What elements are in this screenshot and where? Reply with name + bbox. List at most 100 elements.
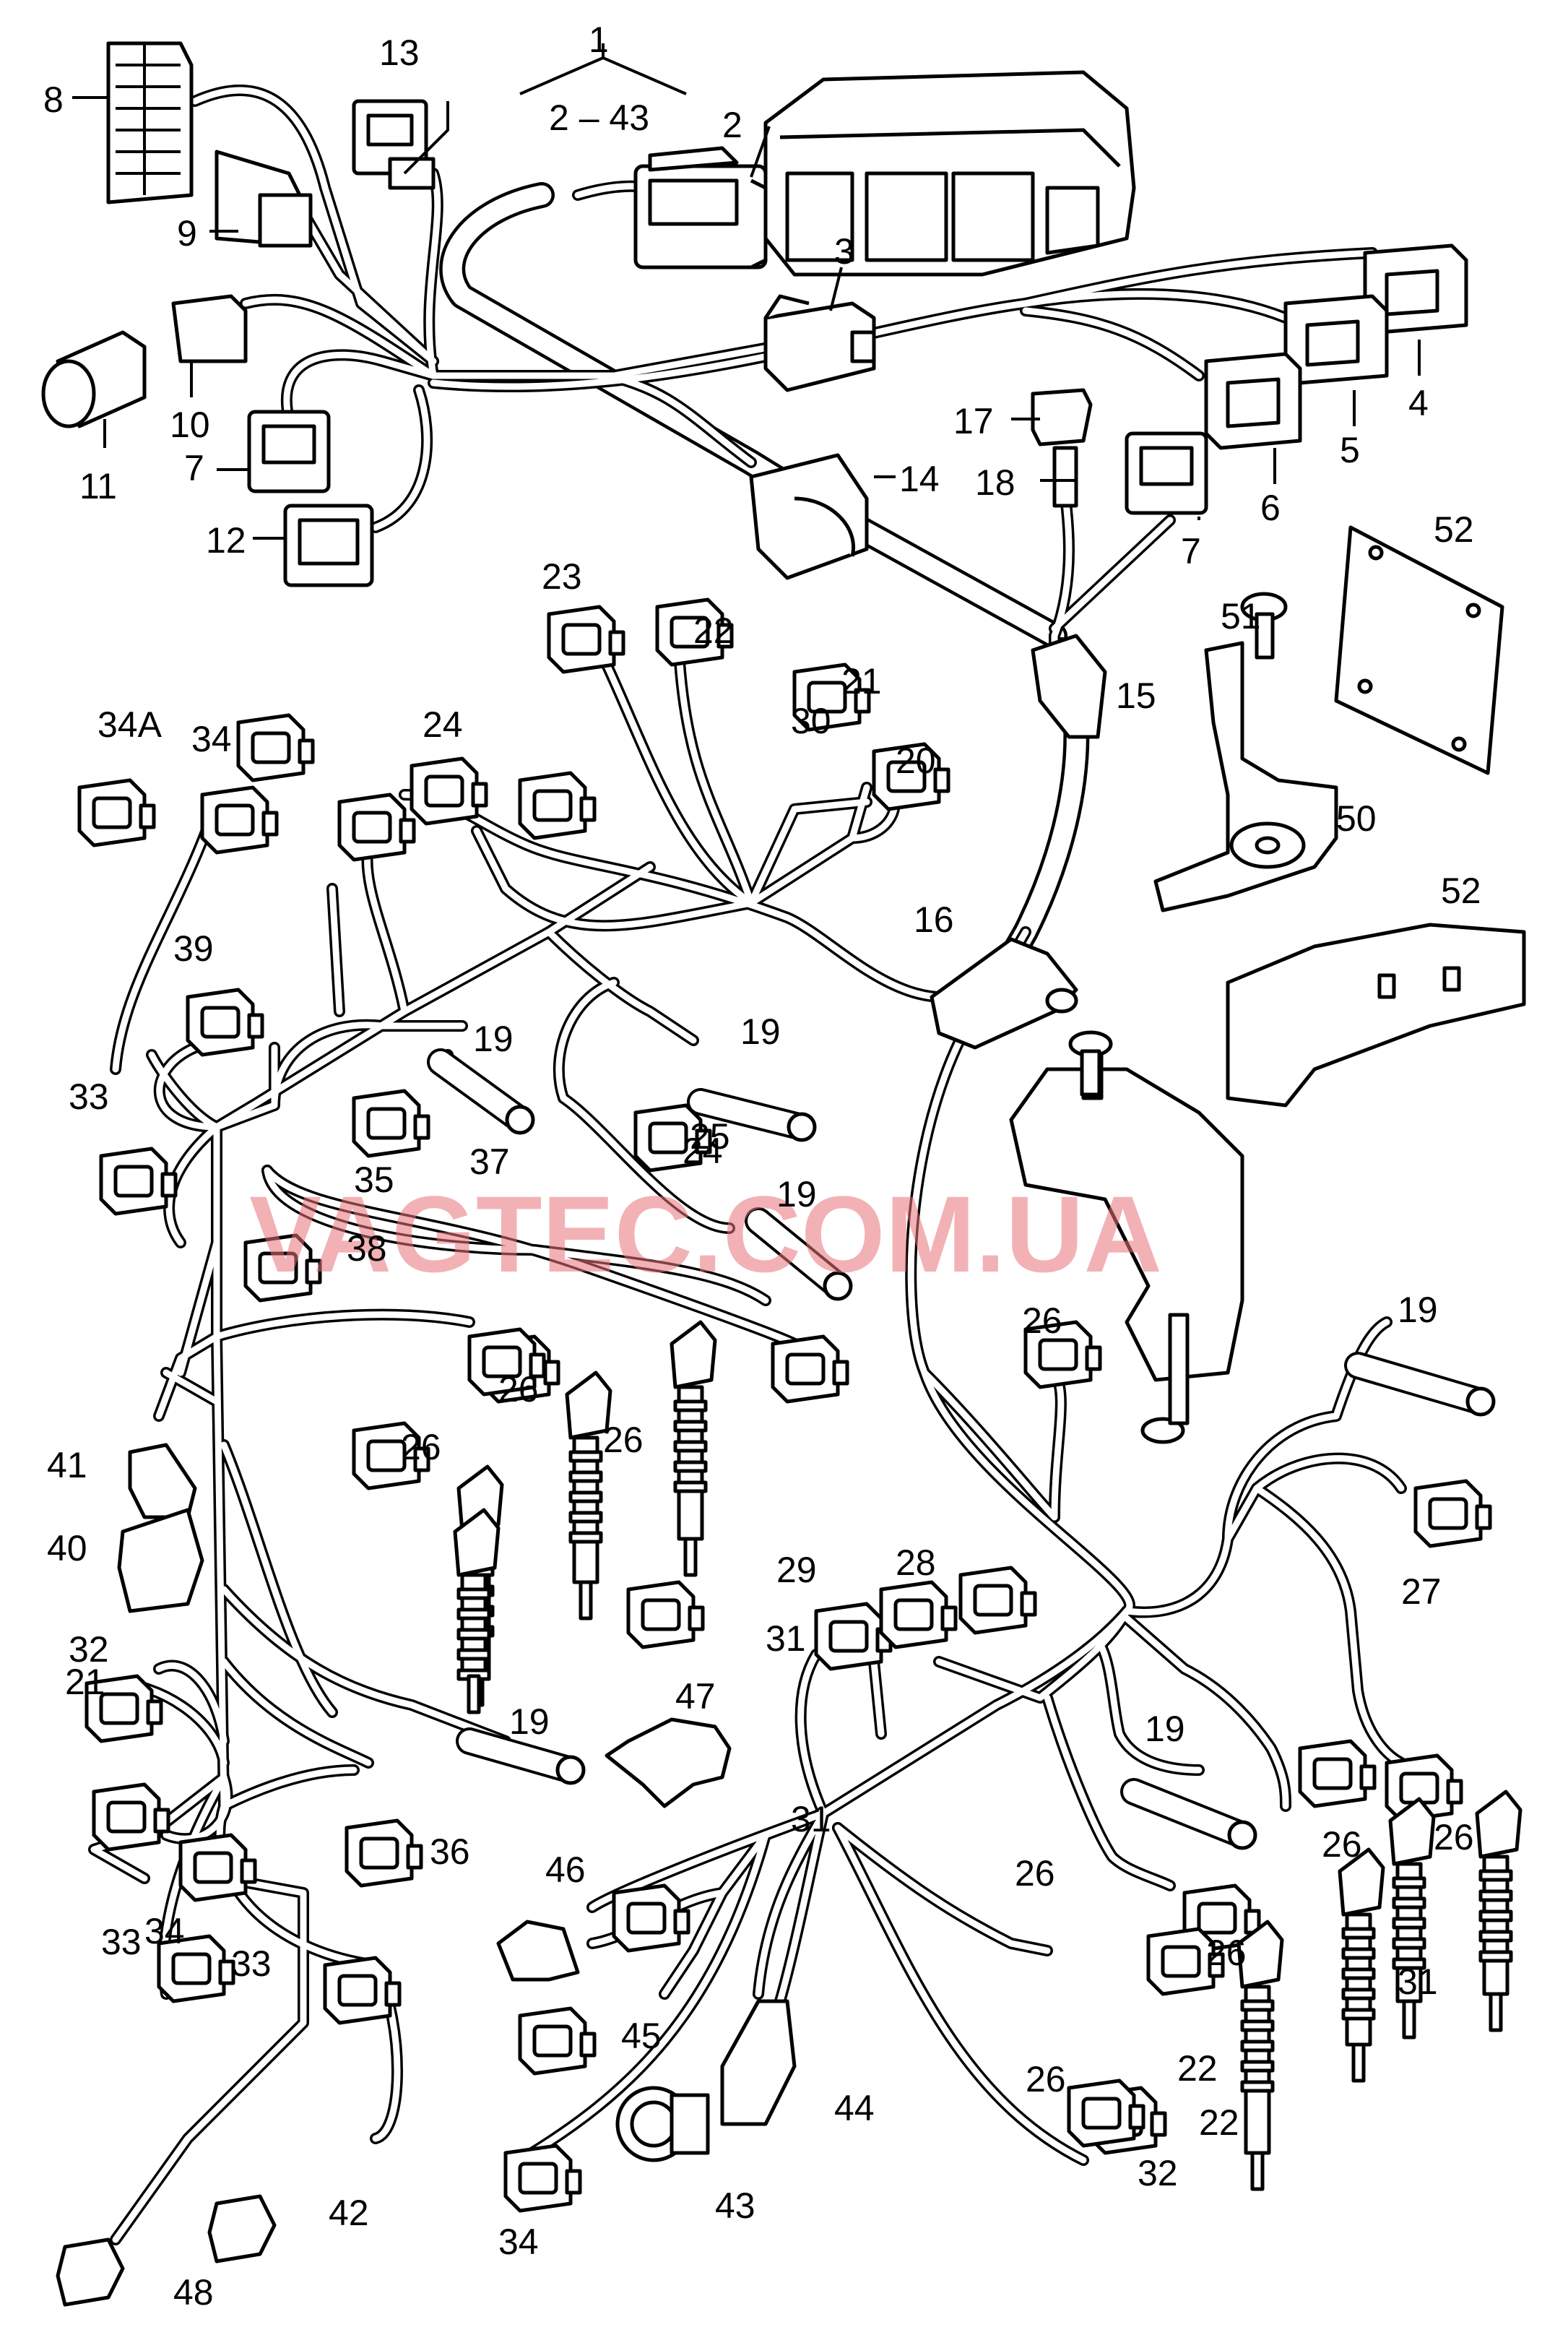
plug-connector <box>92 1782 170 1852</box>
plug-connector <box>633 1103 712 1173</box>
callout-label: 23 <box>542 556 582 597</box>
connector-4 <box>1363 243 1468 334</box>
parts <box>41 41 1526 2307</box>
callout-label: 26 <box>401 1427 441 1467</box>
plug-connector <box>200 785 279 855</box>
callout-label: 10 <box>170 405 210 445</box>
plug-connector <box>236 713 315 782</box>
callout-label: 2 – 43 <box>549 98 649 138</box>
plug-connector <box>352 1089 430 1158</box>
clip-16 <box>930 937 1078 1050</box>
callout-label: 11 <box>79 466 117 506</box>
plug-connector <box>518 771 597 840</box>
glow-plug <box>670 1320 717 1577</box>
callout-label: 22 <box>1177 2048 1218 2089</box>
plug-connector <box>345 1818 423 1888</box>
callout-label: 29 <box>776 1550 817 1590</box>
callout-label: 34 <box>144 1911 185 1951</box>
callout-label: 16 <box>914 899 954 940</box>
callout-label: 33 <box>69 1076 109 1117</box>
plug-connector <box>186 988 264 1057</box>
callout-label: 20 <box>896 741 936 781</box>
plug-connector <box>410 756 488 826</box>
callout-label: 26 <box>1434 1817 1474 1857</box>
callout-label: 48 <box>173 2272 214 2313</box>
callout-label: 33 <box>231 1943 272 1984</box>
callout-label: 6 <box>1260 488 1281 528</box>
sensors-19 <box>427 1048 1496 1850</box>
callout-label: 40 <box>47 1528 87 1568</box>
connector-9 <box>215 150 313 248</box>
callout-label: 19 <box>776 1174 817 1214</box>
glow-plugs <box>453 1320 1522 2191</box>
callout-label: 5 <box>1340 430 1360 470</box>
bolt-52-bottom <box>1140 1313 1190 1444</box>
plug-connector <box>1298 1739 1377 1808</box>
callout-label: 1 <box>589 20 609 60</box>
bolt-47 <box>1240 592 1288 660</box>
plug-connector <box>547 605 625 674</box>
temperature-sensor <box>427 1048 535 1135</box>
glow-plug <box>565 1371 612 1620</box>
bracket-48 <box>1226 923 1526 1108</box>
connector-40 <box>615 2086 710 2162</box>
callout-label: 37 <box>469 1141 510 1182</box>
plug-connector <box>77 778 156 847</box>
callout-label: 34 <box>191 719 232 759</box>
callout-label: 34A <box>98 704 163 745</box>
callout-label: 12 <box>206 520 246 561</box>
callout-label: 4 <box>1408 383 1429 423</box>
callout-label: 45 <box>621 2016 662 2056</box>
grommet-15 <box>1031 634 1107 739</box>
callout-label: 38 <box>347 1228 387 1269</box>
callout-label: 18 <box>975 462 1015 503</box>
plug-connector <box>157 1934 235 2003</box>
temperature-sensor <box>1344 1352 1496 1417</box>
plug-connector <box>503 2144 582 2213</box>
callout-label: 52 <box>1434 509 1474 550</box>
connector-3 <box>763 294 876 392</box>
connector-13 <box>352 99 436 190</box>
callout-label: 26 <box>1022 1300 1062 1341</box>
glow-plug <box>1236 1920 1284 2191</box>
relay-11 <box>41 330 147 428</box>
callout-label: 43 <box>715 2185 755 2226</box>
glow-plug <box>1475 1790 1522 2032</box>
callout-label: 39 <box>173 928 214 969</box>
callout-label: 2 <box>722 105 742 145</box>
callout-label: 47 <box>675 1676 716 1717</box>
callout-label: 36 <box>430 1831 470 1872</box>
callout-label: 26 <box>1322 1824 1362 1865</box>
callout-label: 28 <box>896 1542 936 1583</box>
connector-43 <box>496 1920 580 1982</box>
callout-label: 26 <box>1206 1933 1247 1973</box>
connector-8 <box>106 41 194 204</box>
callout-label: 19 <box>509 1701 550 1742</box>
connector-12 <box>283 504 374 587</box>
temperature-sensor <box>745 1207 853 1301</box>
callout-label: 41 <box>47 1445 87 1485</box>
callout-label: 26 <box>498 1369 539 1410</box>
callout-label: 14 <box>899 459 940 499</box>
callout-label: 19 <box>1398 1290 1438 1330</box>
plug-connector <box>771 1334 849 1404</box>
connector-7-right <box>1125 431 1208 515</box>
plug-connector <box>99 1147 178 1216</box>
callout-label: 25 <box>690 1116 730 1157</box>
callout-label: 9 <box>177 213 197 254</box>
leader-lines <box>72 43 1421 540</box>
branch-wires <box>88 85 1407 2245</box>
control-unit <box>763 70 1136 277</box>
plug-connector <box>323 1956 402 2025</box>
connector-2 <box>633 146 768 269</box>
callout-label: 7 <box>1181 531 1201 571</box>
temperature-sensor <box>687 1088 817 1142</box>
callout-label: 50 <box>1336 798 1377 839</box>
plug-connector <box>467 1327 546 1397</box>
bracket-46 <box>1153 641 1338 912</box>
callout-label: 13 <box>379 33 420 73</box>
callout-label: 21 <box>65 1662 105 1702</box>
small-connectors <box>77 597 1492 2213</box>
plug-connector <box>518 2006 597 2076</box>
